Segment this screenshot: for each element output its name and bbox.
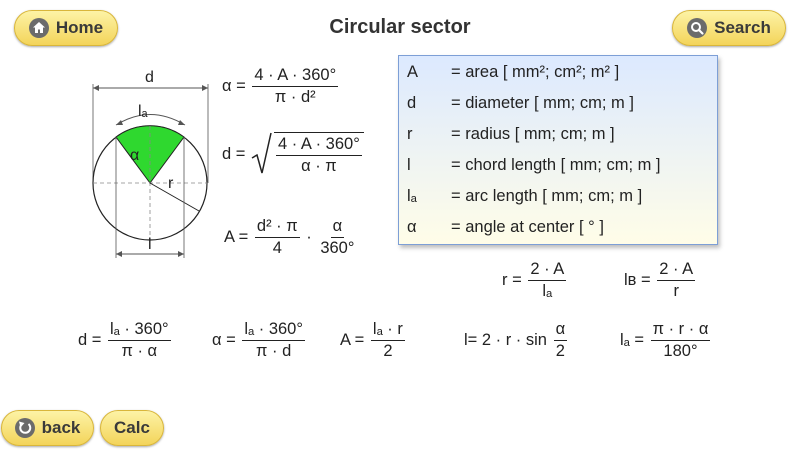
- legend-row-area: A= area [ mm²; cm²; m² ]: [407, 62, 620, 81]
- formula-alpha-from-arc: α = lₐ · 360°π · d: [212, 320, 305, 360]
- legend-row-chord: l= chord length [ mm; cm; m ]: [407, 155, 661, 174]
- back-arrow-icon: [14, 418, 35, 438]
- figure-label-d: d: [145, 69, 154, 86]
- sqrt-sign: [251, 132, 272, 174]
- figure-label-l: l: [148, 236, 152, 253]
- formula-d-from-area: d = 4 · A · 360°α · π: [222, 132, 366, 176]
- legend-row-radius: r= radius [ mm; cm; m ]: [407, 124, 615, 143]
- home-button[interactable]: Home: [14, 10, 118, 46]
- sector-diagram: d lₐ α r l: [92, 69, 209, 258]
- legend-row-diameter: d= diameter [ mm; cm; m ]: [407, 93, 634, 112]
- home-label: Home: [55, 18, 104, 37]
- legend-row-angle: α= angle at center [ ° ]: [407, 217, 604, 236]
- arc-dimension-line: [115, 114, 186, 126]
- formula-alpha-from-area: α = 4 · A · 360°π · d²: [222, 66, 339, 106]
- back-button[interactable]: back: [1, 410, 94, 446]
- home-icon: [28, 18, 49, 38]
- figure-label-alpha: α: [130, 147, 139, 164]
- symbol-legend: A= area [ mm²; cm²; m² ] d= diameter [ m…: [398, 55, 718, 245]
- formula-d-from-arc: d = lₐ · 360°π · α: [78, 320, 171, 360]
- figure-label-la: lₐ: [138, 103, 149, 120]
- page-title: Circular sector: [329, 16, 471, 38]
- search-label: Search: [714, 18, 771, 37]
- calc-button[interactable]: Calc: [100, 410, 164, 446]
- search-button[interactable]: Search: [672, 10, 786, 46]
- back-label: back: [41, 418, 81, 437]
- search-icon: [687, 18, 708, 38]
- calc-label: Calc: [114, 418, 150, 437]
- legend-row-arc: lₐ= arc length [ mm; cm; m ]: [407, 186, 643, 205]
- figure-label-r: r: [168, 175, 174, 192]
- radius-line: [149, 182, 200, 212]
